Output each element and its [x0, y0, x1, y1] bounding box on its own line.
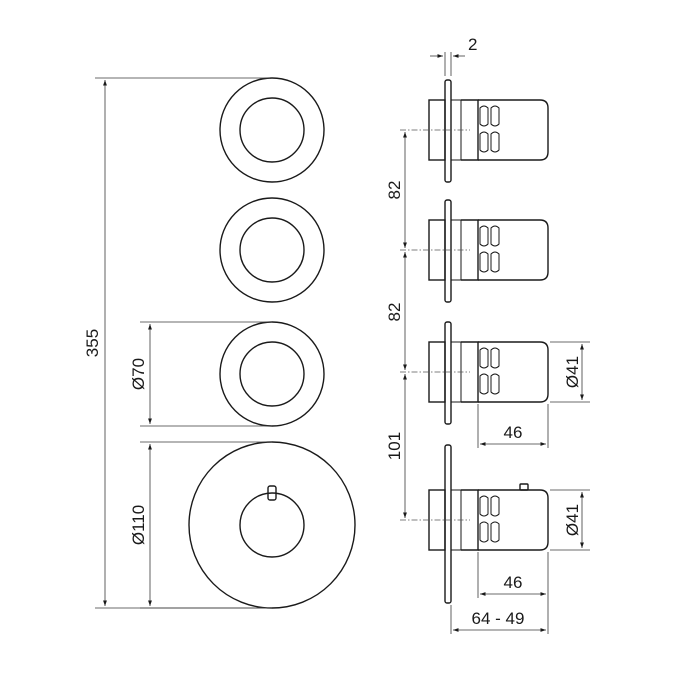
projection-range-label: 64 - 49 — [472, 609, 525, 628]
knob-length-2-dimension: 46 — [477, 552, 549, 634]
front-view: 355 Ø70 Ø110 — [83, 77, 356, 609]
side-unit-1 — [400, 79, 549, 183]
knob-diameter-2-label: Ø41 — [563, 504, 582, 536]
side-unit-2 — [400, 199, 549, 303]
diameter-large-dimension: Ø110 — [129, 441, 272, 609]
plate-thickness-label: 2 — [468, 35, 477, 54]
side-unit-4 — [400, 444, 549, 604]
knob-length-1-label: 46 — [504, 423, 523, 442]
pitch-2-label: 82 — [385, 303, 404, 322]
pitch-3-label: 101 — [385, 432, 404, 460]
pitch-1-label: 82 — [385, 181, 404, 200]
knob-diameter-1-label: Ø41 — [563, 356, 582, 388]
side-view: 2 — [385, 35, 590, 634]
rosette-second — [219, 197, 325, 303]
diameter-small-label: Ø70 — [129, 358, 148, 390]
projection-range-dimension: 64 - 49 — [450, 605, 546, 634]
plate-thickness-dimension: 2 — [430, 35, 477, 76]
overall-height-dimension: 355 — [83, 77, 270, 609]
rosette-top — [219, 77, 325, 183]
overall-height-label: 355 — [83, 329, 102, 357]
knob-length-2-label: 46 — [504, 573, 523, 592]
diameter-large-label: Ø110 — [129, 505, 148, 545]
diameter-small-dimension: Ø70 — [129, 321, 272, 427]
knob-length-1-dimension: 46 — [477, 404, 549, 448]
rosette-third — [219, 321, 325, 427]
knob-diameter-2-dimension: Ø41 — [550, 489, 590, 551]
thermostatic-plate — [188, 441, 356, 609]
pitch-dimensions: 82 82 101 — [385, 132, 407, 518]
knob-diameter-1-dimension: Ø41 — [550, 341, 590, 403]
side-unit-3 — [400, 321, 549, 425]
